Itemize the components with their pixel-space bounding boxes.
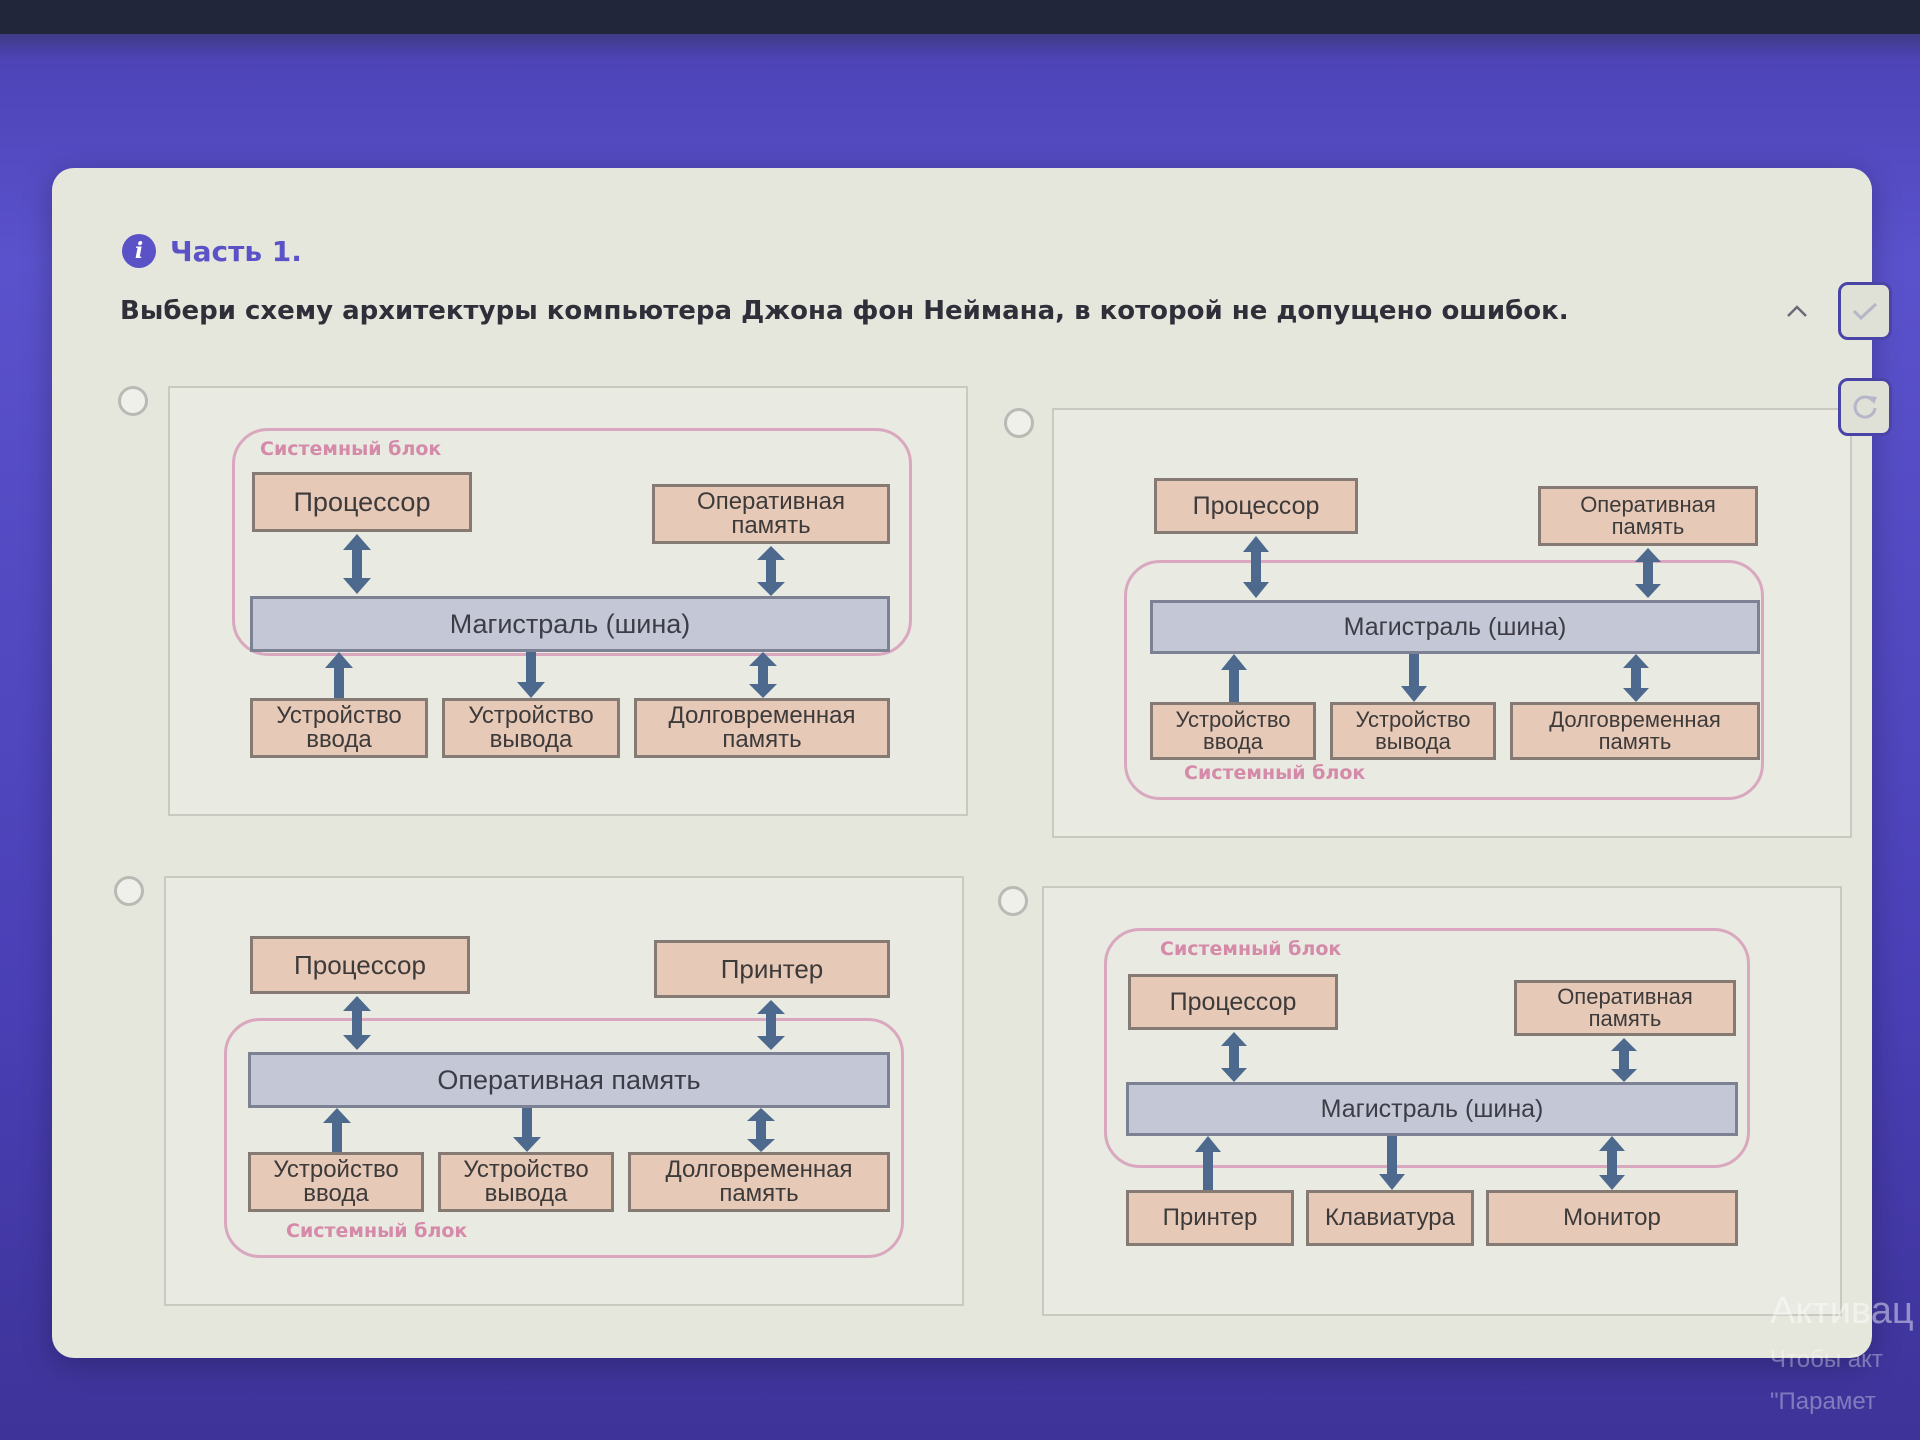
processor-box: Процессор: [1128, 974, 1338, 1030]
processor-box: Процессор: [252, 472, 472, 532]
bus-box: Магистраль (шина): [1126, 1082, 1738, 1136]
storage-box: Долговременная память: [1510, 702, 1760, 760]
info-icon: i: [122, 234, 156, 268]
part-title: Часть 1.: [170, 234, 302, 268]
question-text: Выбери схему архитектуры компьютера Джон…: [120, 296, 1569, 326]
arrow-both-icon: [1635, 548, 1661, 598]
system-block-frame: [1104, 928, 1750, 1168]
ram-center-box: Оперативная память: [248, 1052, 890, 1108]
monitor-box: Монитор: [1486, 1190, 1738, 1246]
arrow-down-icon: [1379, 1136, 1405, 1190]
arrow-both-icon: [343, 996, 371, 1050]
system-block-label: Системный блок: [286, 1220, 468, 1242]
arrow-up-icon: [1221, 654, 1247, 702]
arrow-both-icon: [747, 1108, 775, 1152]
arrow-both-icon: [1599, 1136, 1625, 1190]
ram-box: Оперативная память: [1538, 486, 1758, 546]
system-block-label: Системный блок: [260, 438, 442, 460]
output-device-box: Устройство вывода: [1330, 702, 1496, 760]
option-3-radio[interactable]: [114, 876, 144, 906]
retry-button[interactable]: [1838, 378, 1892, 436]
arrow-both-icon: [757, 1000, 785, 1050]
system-block-label: Системный блок: [1184, 762, 1366, 784]
system-block-label: Системный блок: [1160, 938, 1342, 960]
system-block-frame: [232, 428, 912, 656]
chevron-up-icon[interactable]: [1782, 296, 1812, 326]
screen-top-bar: [0, 0, 1920, 34]
os-watermark-line: "Парамет: [1770, 1388, 1876, 1415]
option-2-diagram[interactable]: Системный блок Процессор Оперативная пам…: [1052, 408, 1852, 838]
option-4-radio[interactable]: [998, 886, 1028, 916]
input-device-box: Устройство ввода: [250, 698, 428, 758]
storage-box: Долговременная память: [634, 698, 890, 758]
arrow-down-icon: [1401, 654, 1427, 702]
system-block-frame: [1124, 560, 1764, 800]
os-watermark-title: Активац: [1770, 1290, 1914, 1332]
input-device-box: Устройство ввода: [248, 1152, 424, 1212]
ram-box: Оперативная память: [652, 484, 890, 544]
arrow-both-icon: [749, 652, 777, 698]
arrow-down-icon: [513, 1108, 541, 1152]
printer-box: Принтер: [1126, 1190, 1294, 1246]
arrow-both-icon: [343, 534, 371, 594]
arrow-both-icon: [757, 546, 785, 596]
check-icon: [1852, 302, 1878, 321]
ram-box: Оперативная память: [1514, 980, 1736, 1036]
input-device-box: Устройство ввода: [1150, 702, 1316, 760]
arrow-both-icon: [1243, 536, 1269, 598]
processor-box: Процессор: [250, 936, 470, 994]
bus-box: Магистраль (шина): [1150, 600, 1760, 654]
keyboard-box: Клавиатура: [1306, 1190, 1474, 1246]
os-watermark-line: Чтобы акт: [1770, 1346, 1883, 1373]
check-button[interactable]: [1838, 282, 1892, 340]
option-3-diagram[interactable]: Системный блок Процессор Принтер Операти…: [164, 876, 964, 1306]
storage-box: Долговременная память: [628, 1152, 890, 1212]
refresh-icon: [1853, 395, 1877, 419]
option-1-diagram[interactable]: Системный блок Процессор Оперативная пам…: [168, 386, 968, 816]
output-device-box: Устройство вывода: [442, 698, 620, 758]
arrow-both-icon: [1623, 654, 1649, 702]
question-card: i Часть 1. Выбери схему архитектуры комп…: [52, 168, 1872, 1358]
option-1-radio[interactable]: [118, 386, 148, 416]
option-2-radio[interactable]: [1004, 408, 1034, 438]
arrow-both-icon: [1611, 1038, 1637, 1082]
arrow-up-icon: [323, 1108, 351, 1152]
arrow-up-icon: [1195, 1136, 1221, 1190]
arrow-down-icon: [517, 652, 545, 698]
system-block-frame: [224, 1018, 904, 1258]
arrow-up-icon: [325, 652, 353, 698]
processor-box: Процессор: [1154, 478, 1358, 534]
printer-box: Принтер: [654, 940, 890, 998]
bus-box: Магистраль (шина): [250, 596, 890, 652]
option-4-diagram[interactable]: Системный блок Процессор Оперативная пам…: [1042, 886, 1842, 1316]
part-header: i Часть 1.: [122, 234, 302, 268]
output-device-box: Устройство вывода: [438, 1152, 614, 1212]
arrow-both-icon: [1221, 1032, 1247, 1082]
